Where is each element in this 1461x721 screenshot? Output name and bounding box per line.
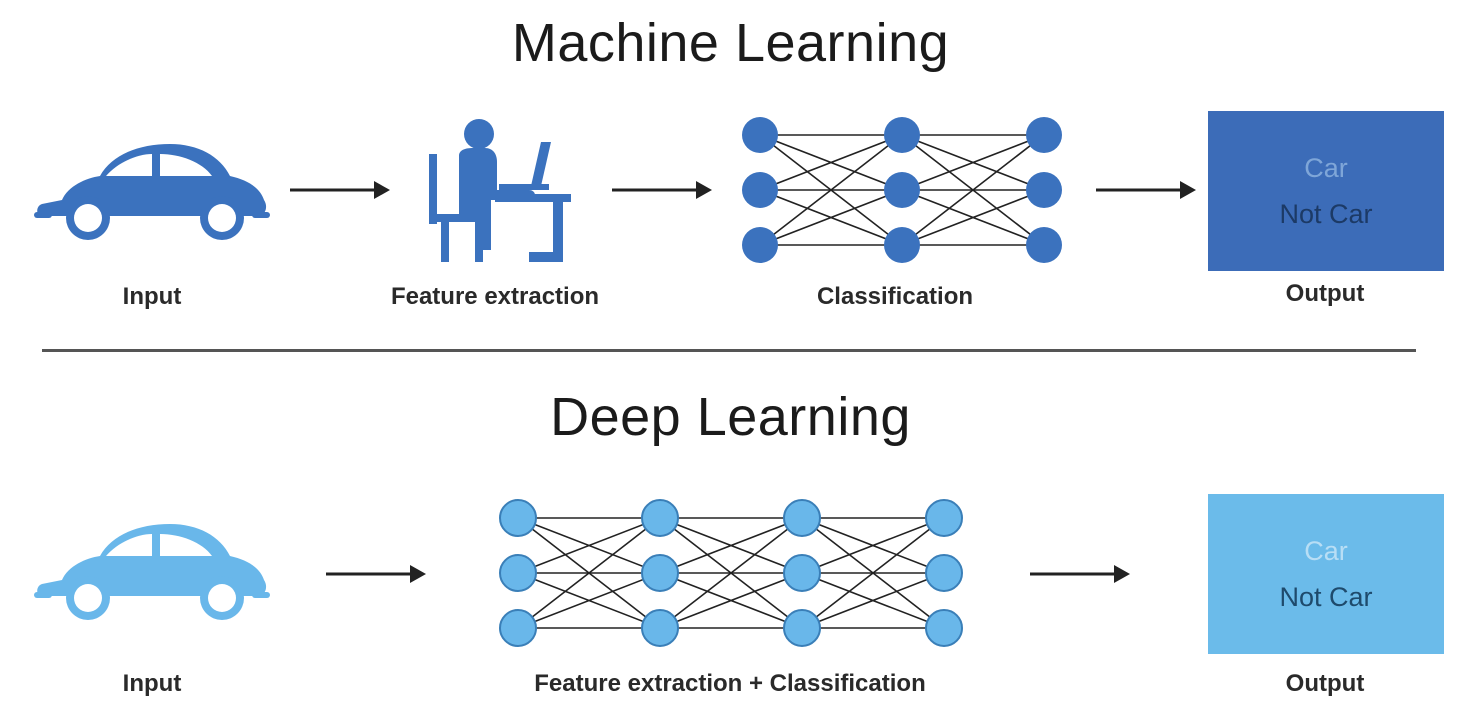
neural-network-icon: [730, 110, 1080, 270]
network-connection: [901, 134, 1045, 191]
network-node: [499, 499, 537, 537]
dl-output-box: Car Not Car: [1208, 494, 1444, 654]
network-node: [925, 554, 963, 592]
ml-classification-label: Classification: [816, 283, 974, 310]
network-connection: [517, 572, 661, 629]
network-node: [499, 554, 537, 592]
network-connection: [759, 134, 903, 246]
network-node: [641, 609, 679, 647]
network-node: [884, 117, 920, 153]
ml-feature-label: Feature extraction: [390, 283, 600, 310]
network-node: [884, 172, 920, 208]
network-connection: [759, 189, 903, 246]
network-node: [742, 172, 778, 208]
network-connection: [659, 517, 803, 574]
network-node: [783, 609, 821, 647]
network-connection: [659, 517, 803, 629]
neural-network-icon: [490, 494, 980, 654]
network-node: [641, 554, 679, 592]
ml-output-not-car: Not Car: [1279, 199, 1373, 229]
network-connection: [517, 517, 661, 574]
network-connection: [517, 517, 661, 629]
car-icon: [34, 520, 270, 624]
network-connection: [901, 134, 1045, 246]
network-node: [884, 227, 920, 263]
network-node: [1026, 227, 1062, 263]
network-connection: [801, 572, 945, 629]
dl-output-label: Output: [1285, 670, 1365, 697]
network-node: [1026, 172, 1062, 208]
network-connection: [901, 189, 1045, 246]
arrow-right-icon: [1030, 562, 1130, 586]
person-at-laptop-icon: [425, 118, 575, 266]
ml-output-box: Car Not Car: [1208, 111, 1444, 271]
ml-output-car: Car: [1304, 153, 1348, 183]
arrow-right-icon: [612, 178, 712, 202]
network-node: [1026, 117, 1062, 153]
dl-input-label: Input: [122, 670, 182, 697]
dl-output-car: Car: [1304, 536, 1348, 566]
car-icon: [34, 140, 270, 244]
arrow-right-icon: [326, 562, 426, 586]
ml-output-label: Output: [1285, 280, 1365, 307]
network-node: [925, 609, 963, 647]
network-connection: [801, 517, 945, 629]
network-node: [925, 499, 963, 537]
ml-input-label: Input: [122, 283, 182, 310]
ml-title: Machine Learning: [511, 13, 950, 73]
dl-output-not-car: Not Car: [1279, 582, 1373, 612]
network-node: [499, 609, 537, 647]
arrow-right-icon: [290, 178, 390, 202]
dl-combined-label: Feature extraction + Classification: [534, 670, 926, 697]
network-node: [742, 117, 778, 153]
arrow-right-icon: [1096, 178, 1196, 202]
network-connection: [801, 517, 945, 574]
network-connection: [659, 572, 803, 629]
network-node: [783, 499, 821, 537]
network-node: [641, 499, 679, 537]
network-node: [742, 227, 778, 263]
dl-title: Deep Learning: [550, 387, 911, 447]
section-divider: [42, 349, 1416, 352]
network-connection: [759, 134, 903, 191]
network-node: [783, 554, 821, 592]
